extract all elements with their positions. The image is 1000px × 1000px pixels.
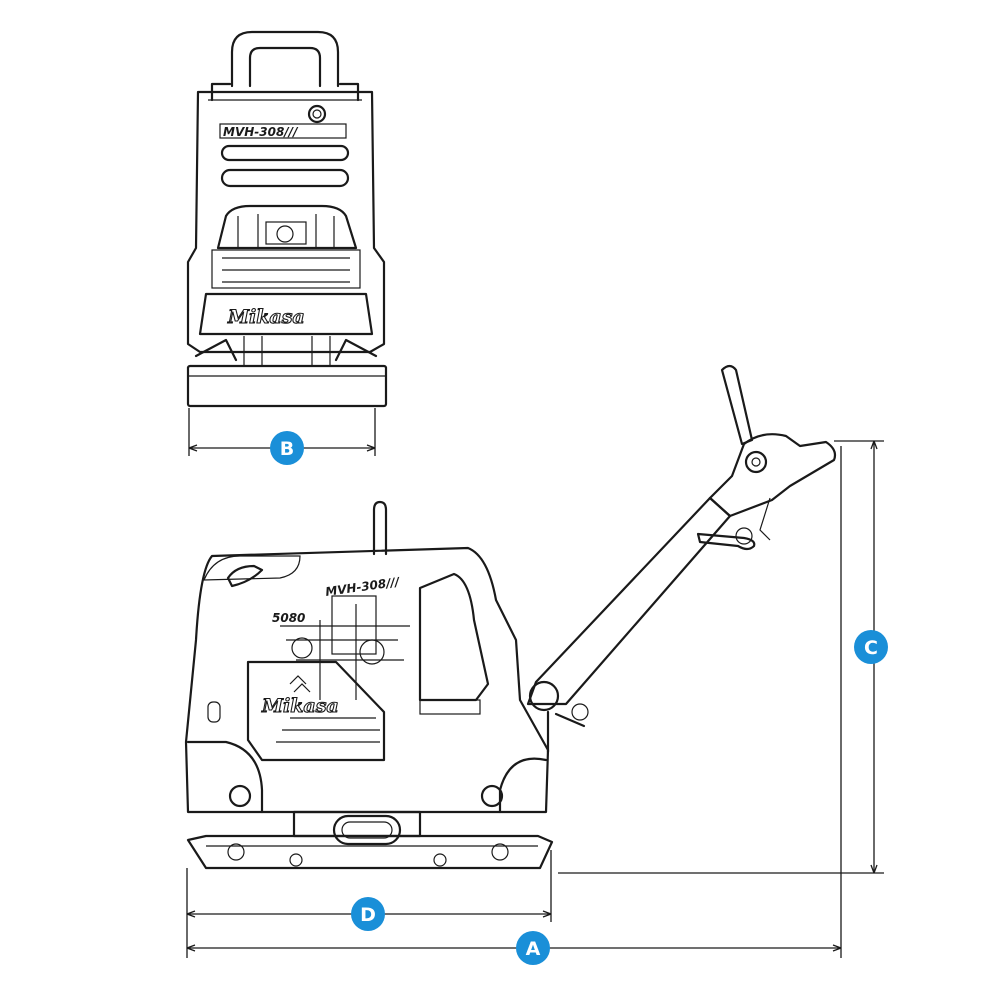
side-brand-text: Mikasa	[261, 695, 339, 717]
dimension-c-label: C	[864, 637, 878, 659]
front-view: MVH-308/// Mikasa	[186, 30, 388, 456]
dimension-b-label: B	[280, 438, 294, 460]
side-model-partial: 5080	[272, 611, 305, 625]
dimension-b-badge: B	[270, 431, 304, 465]
dimension-c-badge: C	[854, 630, 888, 664]
front-model-text: MVH-308///	[223, 125, 299, 139]
dimension-d-badge: D	[351, 897, 385, 931]
dimension-a-badge: A	[516, 931, 550, 965]
side-model-text: MVH-308///	[324, 575, 401, 599]
dimension-a-label: A	[526, 938, 541, 960]
front-brand-text: Mikasa	[227, 306, 305, 328]
dimension-d-label: D	[360, 904, 376, 926]
side-view: MVH-308/// 5080 Mikasa	[184, 364, 884, 958]
